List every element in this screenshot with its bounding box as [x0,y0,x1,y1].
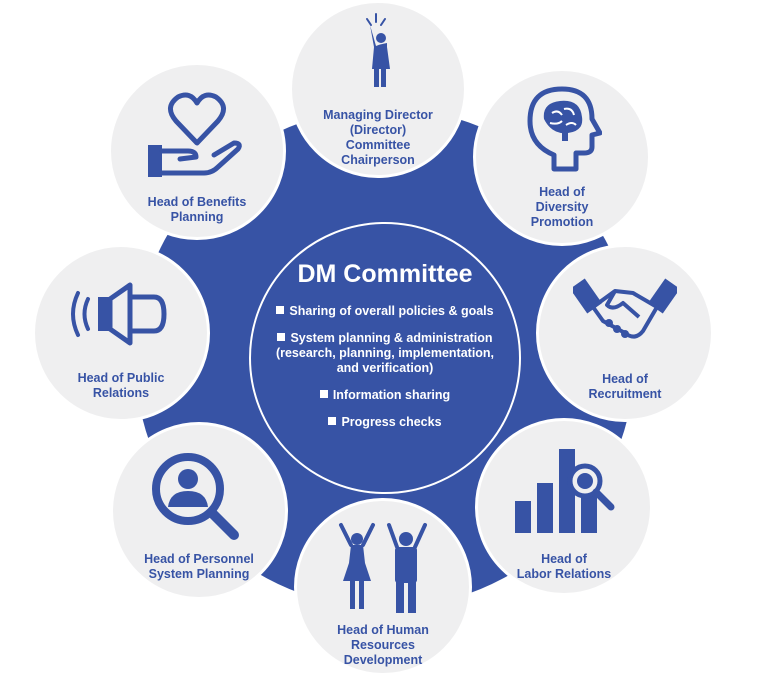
center-item-text: Information sharing [332,388,451,402]
node-label: Head of Diversity Promotion [484,185,640,230]
node-label: Head of Labor Relations [486,552,642,582]
node-human-resources-development: Head of Human Resources Development [294,498,472,676]
node-diversity-promotion: Head of Diversity Promotion [473,68,651,246]
label-line: Resources [351,638,415,652]
node-managing-director: Managing Director (Director) Committee C… [289,0,467,178]
center-item-text: Progress checks [341,415,442,429]
label-line: Head of [602,372,648,386]
node-labor-relations: Head of Labor Relations [475,418,653,596]
node-label: Head of Human Resources Development [305,623,461,668]
center-item: Progress checks [251,415,519,430]
label-line: Head of Human [337,623,429,637]
heart-hand-icon [111,85,283,185]
label-line: Head of Benefits [147,195,247,209]
node-personnel-system-planning: Head of Personnel System Planning [110,422,288,600]
raised-hand-person-icon [292,11,464,91]
center-title: DM Committee [297,260,473,288]
label-line: Head of Personnel [144,552,254,566]
label-line: Committee [345,138,411,152]
center-item: Information sharing [251,388,519,403]
handshake-icon [539,271,711,351]
center-item-text: System planning & administration (resear… [275,331,495,375]
two-people-cheering-icon [297,519,469,619]
label-line: Managing Director [323,108,433,122]
node-label: Head of Public Relations [43,371,199,401]
dm-committee-center: DM Committee Sharing of overall policies… [249,222,521,494]
node-label: Managing Director (Director) Committee C… [300,108,456,168]
node-label: Head of Personnel System Planning [121,552,277,582]
person-magnifier-icon [113,447,285,543]
center-item: System planning & administration (resear… [251,331,519,376]
label-line: (Director) [349,123,407,137]
center-item: Sharing of overall policies & goals [251,304,519,319]
label-line: Diversity [535,200,589,214]
node-benefits-planning: Head of Benefits Planning [108,62,286,240]
center-item-list: Sharing of overall policies & goals Syst… [251,304,519,442]
label-line: Relations [92,386,150,400]
label-line: Promotion [530,215,594,229]
label-line: Chairperson [341,153,415,167]
label-line: Labor Relations [516,567,612,581]
label-line: Development [343,653,423,667]
center-item-text: Sharing of overall policies & goals [289,304,494,318]
node-recruitment: Head of Recruitment [536,244,714,422]
label-line: Head of [539,185,585,199]
node-public-relations: Head of Public Relations [32,244,210,422]
brain-head-icon [476,81,648,173]
node-label: Head of Recruitment [547,372,703,402]
label-line: Planning [170,210,224,224]
label-line: System Planning [148,567,250,581]
label-line: Recruitment [588,387,662,401]
label-line: Head of Public [77,371,165,385]
label-line: Head of [541,552,587,566]
node-label: Head of Benefits Planning [119,195,275,225]
bar-chart-magnifier-icon [478,445,650,537]
speaker-icon [35,279,207,349]
